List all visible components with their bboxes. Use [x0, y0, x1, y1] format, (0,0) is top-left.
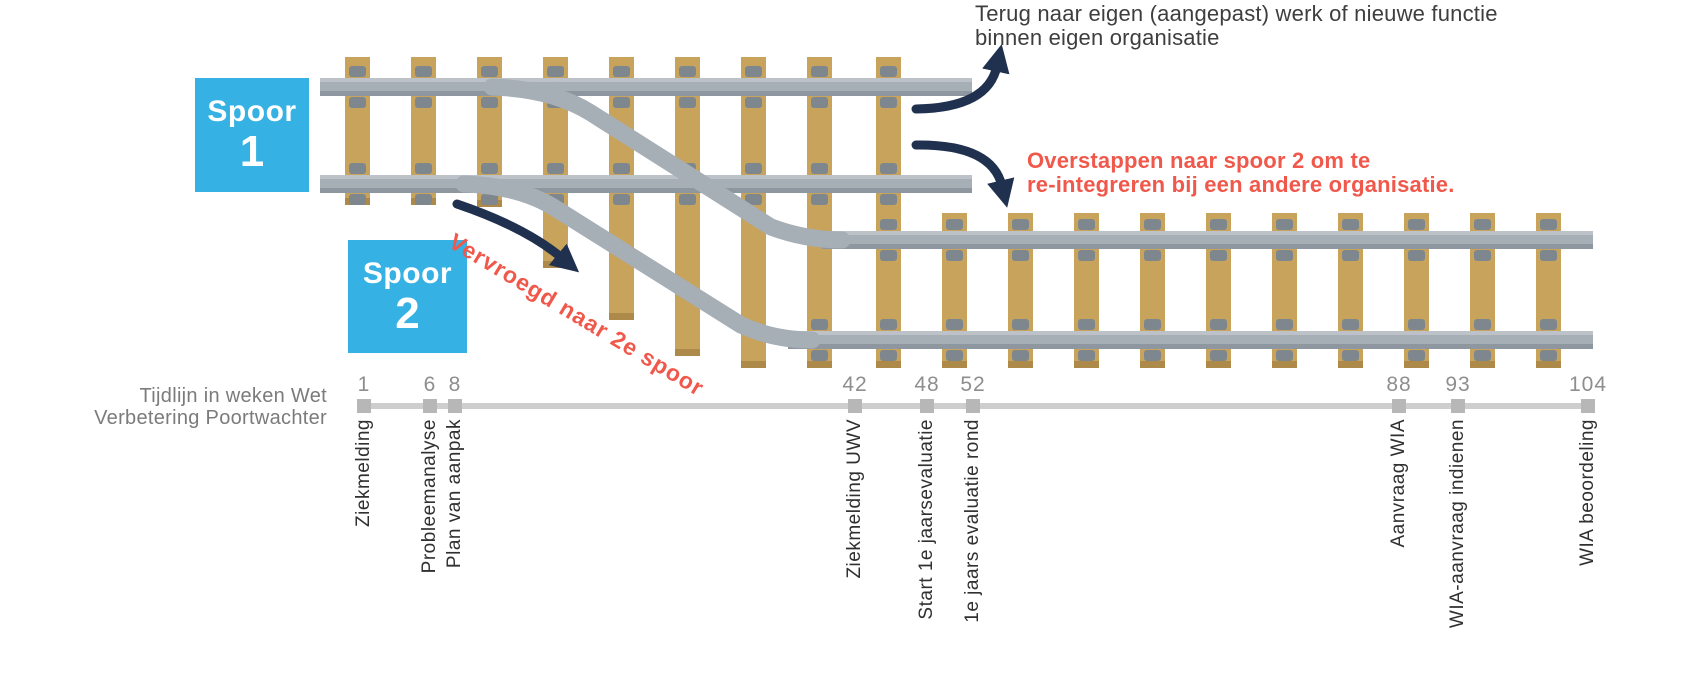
week-number-48: 48 [914, 373, 940, 396]
tick-marker-88 [1392, 399, 1406, 413]
timeline-title-line2: Verbetering Poortwachter [94, 407, 327, 429]
branch-rails [455, 78, 851, 349]
annotation-return-line2: binnen eigen organisatie [975, 24, 1220, 50]
week-number-88: 88 [1386, 373, 1412, 396]
event-label-ziekmelding: Ziekmelding [353, 419, 374, 527]
tick-marker-93 [1451, 399, 1465, 413]
event-label-plan-van-aanpak: Plan van aanpak [444, 419, 465, 569]
week-number-42: 42 [842, 373, 868, 396]
spoor-2-word: Spoor [362, 256, 453, 290]
week-number-1: 1 [357, 373, 371, 396]
annotation-return-line1: Terug naar eigen (aangepast) werk of nie… [975, 1, 1498, 26]
branch-rail-upper [483, 78, 851, 249]
spoor-1-number: 1 [239, 127, 265, 176]
event-label-ziekmelding-uwv: Ziekmelding UWV [844, 419, 865, 579]
tick-marker-6 [423, 399, 437, 413]
timeline-title: Tijdlijn in weken Wet Verbetering Poortw… [40, 385, 327, 429]
tick-marker-104 [1581, 399, 1595, 413]
annotation-switch-to-track2: Overstappen naar spoor 2 om te re-integr… [1027, 149, 1455, 197]
tick-marker-48 [920, 399, 934, 413]
tick-marker-8 [448, 399, 462, 413]
spoor-2-badge: Spoor 2 [348, 240, 467, 353]
tick-marker-42 [848, 399, 862, 413]
annotation-switch-line2: re-integreren bij een andere organisatie… [1027, 172, 1455, 197]
event-label-evaluatie-rond: 1e jaars evaluatie rond [962, 419, 983, 623]
branch-rail-lower [455, 175, 821, 349]
annotation-switch-line1: Overstappen naar spoor 2 om te [1027, 148, 1371, 173]
week-number-93: 93 [1445, 373, 1471, 396]
curved-arrow-down-icon [911, 140, 1015, 208]
diagonal-arrow-icon [452, 199, 580, 273]
timeline-title-line1: Tijdlijn in weken Wet [139, 385, 327, 407]
spoor-1-word: Spoor [207, 95, 297, 128]
week-number-6: 6 [423, 373, 437, 396]
event-label-start-evaluatie: Start 1e jaarsevaluatie [916, 419, 937, 620]
horizontal-rails [320, 78, 1593, 349]
week-number-8: 8 [448, 373, 462, 396]
curved-arrow-up-icon [911, 44, 1010, 114]
tick-marker-1 [357, 399, 371, 413]
spoor-2-number: 2 [395, 288, 420, 338]
week-number-104: 104 [1568, 373, 1608, 396]
event-label-wia-indienen: WIA-aanvraag indienen [1447, 419, 1468, 629]
event-label-wia-beoordeling: WIA beoordeling [1577, 419, 1598, 566]
event-label-aanvraag-wia: Aanvraag WIA [1388, 419, 1409, 548]
tick-marker-52 [966, 399, 980, 413]
annotation-arrows [452, 44, 1015, 273]
spoor-1-badge: Spoor 1 [195, 78, 309, 192]
event-label-probleemanalyse: Probleemanalyse [419, 419, 440, 574]
week-number-52: 52 [960, 373, 986, 396]
annotation-return-to-own-work: Terug naar eigen (aangepast) werk of nie… [975, 2, 1498, 49]
